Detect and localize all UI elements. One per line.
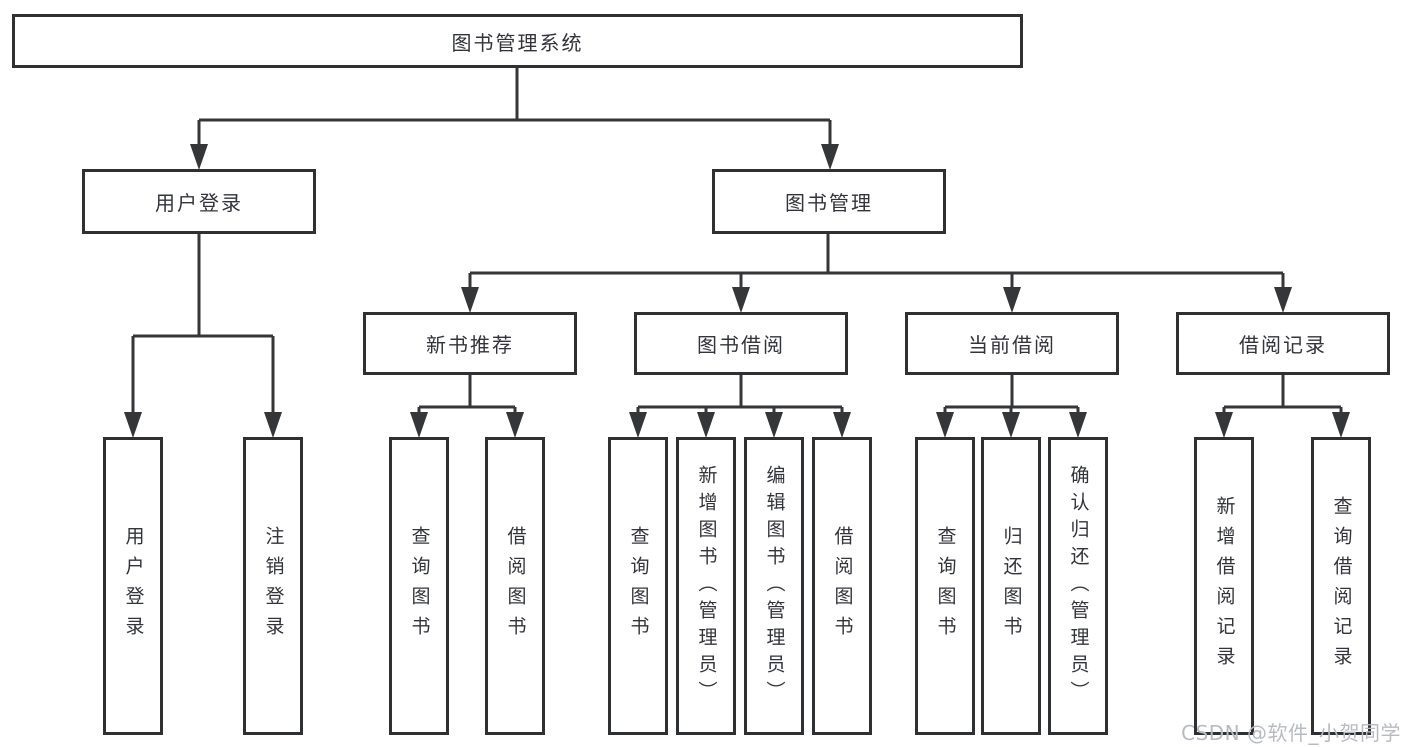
node-borrowing-records: 借阅记录: [1176, 312, 1390, 375]
node-label: 图书借阅: [697, 333, 785, 357]
leaf-label: 确认归还（管理员）: [1067, 464, 1090, 708]
leaf-label: 查询图书: [408, 526, 431, 646]
connector-root-to-level2: [190, 68, 839, 170]
leaf-label: 借阅图书: [504, 526, 527, 646]
leaf-label: 归还图书: [1000, 526, 1023, 646]
connector-new-book-children: [410, 375, 524, 438]
node-label: 当前借阅: [968, 333, 1056, 357]
leaf-edit-book-admin: 编辑图书（管理员）: [744, 437, 804, 735]
leaf-query-books: 查询图书: [389, 437, 449, 735]
leaf-label: 查询借阅记录: [1330, 496, 1353, 676]
connector-book-borrow-children: [629, 375, 851, 438]
leaf-label: 注销登录: [262, 526, 285, 646]
leaf-query-borrow-record: 查询借阅记录: [1311, 437, 1371, 735]
node-label: 新书推荐: [426, 333, 514, 357]
leaf-add-book-admin: 新增图书（管理员）: [676, 437, 736, 735]
connector-current-borrow-children: [936, 375, 1087, 438]
leaf-label: 用户登录: [122, 526, 145, 646]
node-current-borrowing: 当前借阅: [905, 312, 1119, 375]
leaf-label: 新增图书（管理员）: [695, 464, 718, 708]
leaf-borrow-books: 借阅图书: [812, 437, 872, 735]
node-book-management-system: 图书管理系统: [12, 14, 1023, 68]
leaf-user-login: 用户登录: [103, 437, 163, 735]
node-new-book-recommendation: 新书推荐: [363, 312, 577, 375]
node-label: 图书管理: [785, 191, 873, 215]
connector-book-management-children: [461, 234, 1292, 313]
node-label: 借阅记录: [1239, 333, 1327, 357]
leaf-label: 查询图书: [934, 526, 957, 646]
leaf-add-borrow-record: 新增借阅记录: [1194, 437, 1254, 735]
connector-user-login-children: [124, 234, 282, 438]
leaf-query-books: 查询图书: [608, 437, 668, 735]
leaf-label: 借阅图书: [831, 526, 854, 646]
leaf-query-books: 查询图书: [915, 437, 975, 735]
leaf-label: 查询图书: [627, 526, 650, 646]
connector-borrow-records-children: [1215, 375, 1350, 438]
leaf-borrow-books: 借阅图书: [485, 437, 545, 735]
node-user-login: 用户登录: [82, 169, 316, 234]
leaf-label: 新增借阅记录: [1213, 496, 1236, 676]
leaf-label: 编辑图书（管理员）: [763, 464, 786, 708]
node-book-borrowing: 图书借阅: [634, 312, 848, 375]
leaf-logout-login: 注销登录: [243, 437, 303, 735]
leaf-confirm-return-admin: 确认归还（管理员）: [1048, 437, 1108, 735]
watermark-text: CSDN @软件_小贺同学: [1181, 721, 1401, 745]
node-book-management: 图书管理: [712, 169, 946, 234]
node-label: 图书管理系统: [451, 30, 584, 55]
leaf-return-books: 归还图书: [981, 437, 1041, 735]
node-label: 用户登录: [155, 191, 243, 215]
